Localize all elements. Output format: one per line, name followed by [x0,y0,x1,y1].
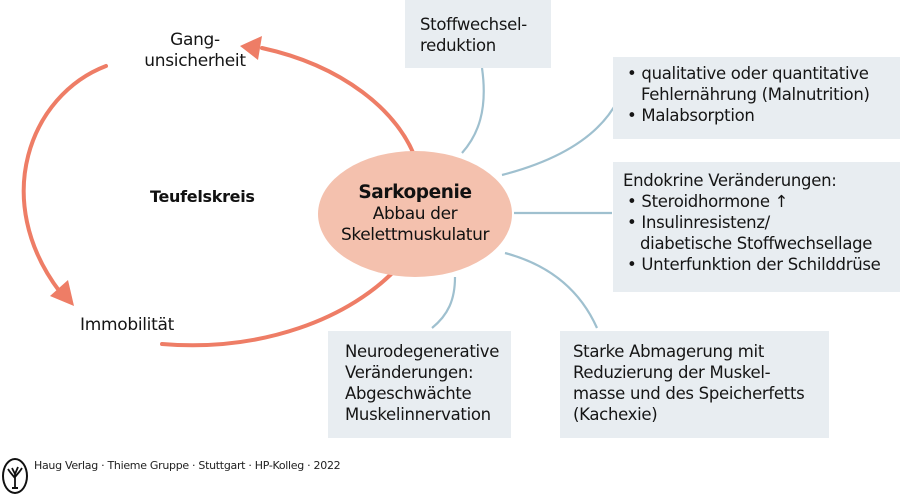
box-line: Starke Abmagerung mit [573,342,765,361]
box-line: Veränderungen: [345,363,474,382]
box-line: (Kachexie) [573,405,658,424]
sarkopenie-node: Sarkopenie Abbau der Skelettmuskulatur [318,151,512,277]
bullet-item: Insulinresistenz/ [623,212,900,233]
node-label-line: Gang- [170,30,220,50]
bullet-continuation: Fehlernährung (Malnutrition) [641,85,870,104]
bullet-item: Steroidhormone ↑ [623,191,900,212]
bullet-item: Unterfunktion der Schilddrüse [623,254,900,275]
box-cachexia: Starke Abmagerung mit Reduzierung der Mu… [560,331,829,438]
box-line: Abgeschwächte [345,384,472,403]
bullet-item: Malabsorption [627,105,900,126]
publisher-credit: Haug Verlag · Thieme Gruppe · Stuttgart … [34,459,341,472]
bullet-item: qualitative oder quantitative [627,63,900,84]
box-line: Neurodegenerative [345,342,500,361]
box-heading: Endokrine Veränderungen: [623,171,837,190]
bullet-continuation: diabetische Stoffwechsellage [640,234,873,253]
box-endocrine: Endokrine Veränderungen: Steroidhormone … [613,162,900,292]
center-subtitle-line: Skelettmuskulatur [340,225,490,245]
center-title: Sarkopenie [358,182,472,203]
box-metabolism: Stoffwechsel- reduktion [405,0,551,68]
box-nutrition: qualitative oder quantitative Fehlernähr… [613,57,900,139]
node-immobilitaet: Immobilität [80,315,174,335]
box-neurodegenerative: Neurodegenerative Veränderungen: Abgesch… [328,331,511,438]
tree-logo-icon [2,458,28,494]
center-subtitle-line: Abbau der [372,204,458,224]
box-line: Reduzierung der Muskel- [573,363,771,382]
node-label-line: unsicherheit [144,51,246,71]
box-line: masse und des Speicherfetts [573,384,805,403]
box-line: Muskelinnervation [345,405,491,424]
box-line: Stoffwechsel- [420,15,527,34]
node-gangunsicherheit: Gang- unsicherheit [140,30,250,72]
connector-lines [431,67,619,329]
cycle-arrows [21,46,419,348]
box-line: reduktion [420,36,496,55]
cycle-label: Teufelskreis [150,187,255,206]
